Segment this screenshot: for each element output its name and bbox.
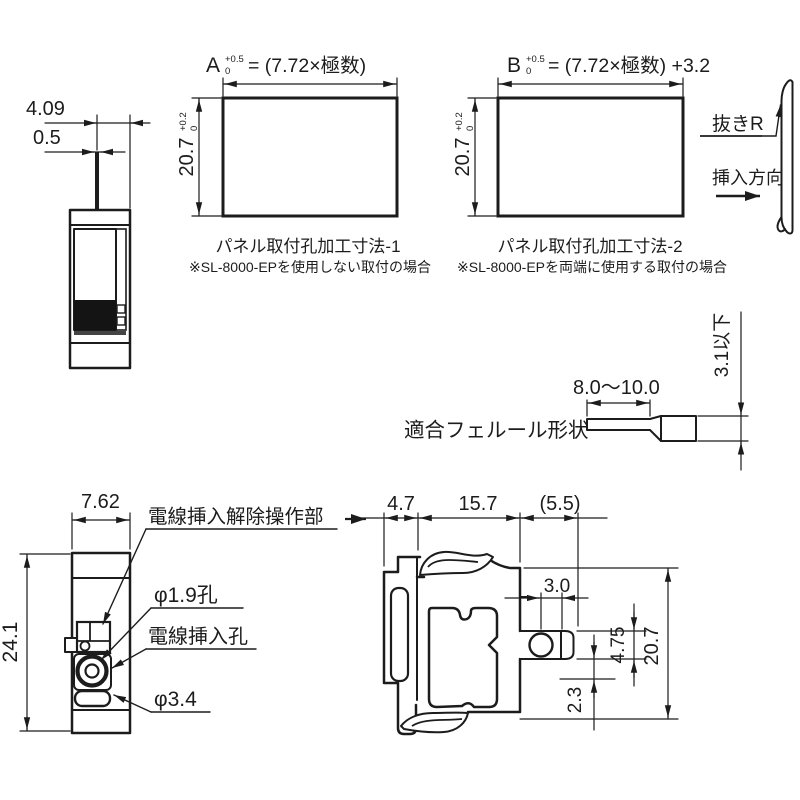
panel-hole-1-caption: パネル取付孔加工寸法-1 — [215, 237, 400, 256]
front-view-bottom-slot — [73, 689, 112, 708]
ext-line — [697, 415, 749, 442]
panel-edge-strip — [780, 79, 794, 235]
ferrule-label: 適合フェルール形状 — [404, 419, 589, 442]
wire-hole-inner — [84, 663, 100, 679]
ferrule-tube — [586, 418, 651, 431]
ext-line — [19, 553, 71, 732]
panel-hole-2-note: ※SL-8000-EPを両端に使用する取付の場合 — [457, 259, 727, 275]
side-view: 4.09 0.5 — [26, 98, 151, 370]
panel-hole-2-rect — [496, 96, 685, 218]
dim-20-7-section: 20.7 — [641, 627, 663, 666]
formula-a-base: A — [206, 54, 220, 77]
side-view-notch-2 — [116, 316, 126, 326]
dim-20-7-tol-minus: 0 — [189, 126, 200, 131]
punch-r-leader — [761, 104, 782, 137]
wire-hole-label: 電線挿入孔 — [148, 625, 248, 648]
dim-20-7-tol-plus: +0.2 — [178, 112, 189, 131]
dim-4-7: 4.7 — [387, 493, 415, 515]
punch-r-label: 抜きR — [712, 113, 764, 135]
panel-hole-1-rect — [221, 96, 399, 218]
section-right-edge-upper — [488, 558, 522, 633]
dia-3-4-leader — [113, 694, 152, 713]
section-bottom-latch — [400, 711, 469, 734]
ext-line — [383, 512, 579, 627]
section-right-edge-lower — [466, 657, 522, 714]
dim-5-5: (5.5) — [539, 493, 580, 515]
panel-hole-1-note: ※SL-8000-EPを使用しない取付の場合 — [189, 259, 431, 275]
dia-3-4-label: φ3.4 — [154, 688, 197, 711]
dim-0-5: 0.5 — [33, 127, 61, 149]
section-top-latch-inner — [427, 559, 479, 568]
ext-line — [497, 77, 684, 97]
ext-line — [222, 77, 398, 97]
hole-1-9-label: φ1.9孔 — [154, 584, 218, 607]
dim-24-1: 24.1 — [0, 622, 22, 663]
side-view-pin — [95, 152, 99, 210]
release-tool-hole — [79, 640, 91, 652]
formula-a-tol-minus: 0 — [225, 66, 230, 77]
front-view-section-lines — [71, 577, 131, 711]
front-view: 7.62 24.1 電線挿入解除操作部 φ1.9孔 電線挿入孔 φ3.4 — [0, 491, 366, 735]
dim-20-7-tol-plus2: +0.2 — [454, 112, 465, 131]
hole-1-9-leader — [100, 607, 152, 661]
section-flange-slot — [389, 586, 410, 683]
formula-b-rest: = (7.72×極数) +3.2 — [548, 55, 710, 77]
ext-line — [71, 512, 131, 550]
release-label: 電線挿入解除操作部 — [148, 506, 324, 528]
section-view: 4.7 15.7 (5.5) 3.0 4.75 20.7 2.3 — [351, 493, 679, 736]
dim-20-7-panel1: 20.7 — [176, 138, 198, 177]
ext-line — [191, 97, 222, 217]
ext-line — [519, 567, 679, 720]
ferrule-sleeve — [660, 415, 697, 442]
ext-line — [540, 592, 563, 630]
panel-edge-view: 抜きR 挿入方向 — [700, 79, 794, 235]
panel-hole-1: A +0.5 0 = (7.72×極数) 20.7 +0.2 0 パネル取付孔加… — [176, 54, 431, 275]
insertion-direction-label: 挿入方向 — [712, 168, 784, 188]
formula-a-rest: = (7.72×極数) — [248, 55, 366, 77]
dim-20-7-tol-minus2: 0 — [465, 126, 476, 131]
dim-3-1-max: 3.1以下 — [712, 313, 733, 377]
panel-hole-2-caption: パネル取付孔加工寸法-2 — [497, 237, 682, 256]
ferrule-view: 適合フェルール形状 8.0～10.0 3.1以下 — [404, 311, 749, 471]
side-view-black-block — [74, 300, 116, 330]
dim-2-3: 2.3 — [565, 687, 586, 713]
ext-line — [467, 97, 497, 217]
panel-hole-2: B +0.5 0 = (7.72×極数) +3.2 20.7 +0.2 0 パネ… — [452, 54, 727, 275]
dim-4-75: 4.75 — [608, 627, 629, 664]
dim-15-7: 15.7 — [459, 493, 498, 515]
dim-20-7-panel2: 20.7 — [452, 138, 474, 177]
dim-8-10: 8.0～10.0 — [573, 377, 660, 399]
dim-7-62: 7.62 — [81, 491, 120, 513]
release-lever-detail — [77, 622, 110, 642]
front-view-side-tab — [64, 637, 78, 653]
side-view-inner-strip — [115, 228, 127, 331]
wire-hole-leader — [111, 648, 147, 669]
section-pin-circle — [528, 632, 554, 658]
side-view-notch-1 — [116, 304, 126, 314]
ferrule-cone — [649, 415, 662, 442]
section-cavity — [427, 606, 499, 709]
section-bottom-latch-inner — [411, 718, 463, 727]
section-top-latch — [419, 550, 494, 576]
formula-a-tol-plus: +0.5 — [225, 54, 244, 65]
panel-edge-foot — [776, 216, 786, 233]
dim-4-09: 4.09 — [26, 98, 65, 120]
formula-b-tol-minus: 0 — [526, 66, 531, 77]
formula-b-tol-plus: +0.5 — [526, 54, 545, 65]
formula-b-base: B — [507, 54, 521, 77]
release-leader — [102, 528, 147, 625]
dim-3-0: 3.0 — [544, 576, 570, 597]
